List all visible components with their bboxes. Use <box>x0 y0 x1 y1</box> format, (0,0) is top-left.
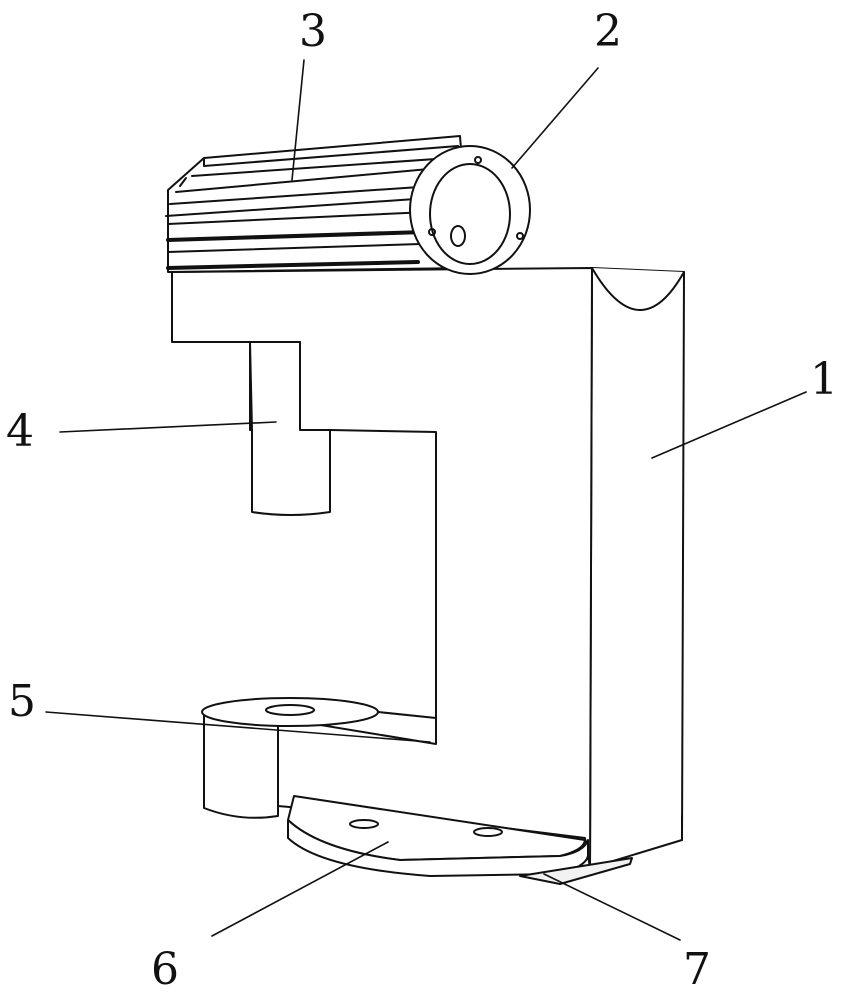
callout-1: 1 <box>810 354 838 405</box>
callout-3: 3 <box>299 6 327 57</box>
ram-neck <box>249 341 331 516</box>
callout-6: 6 <box>151 944 179 995</box>
leader-lines <box>45 59 807 941</box>
leader-line-6 <box>211 841 389 937</box>
frame-side-face <box>589 267 685 869</box>
motor-fin-8 <box>166 230 426 242</box>
motor-fin-3 <box>179 177 187 187</box>
motor-fin-4 <box>175 167 441 193</box>
motor-fin-2 <box>191 157 451 177</box>
flange-bolt-right <box>516 232 524 240</box>
frame-top-saddle <box>591 267 685 311</box>
leader-line-4 <box>59 421 277 433</box>
motor-fin-9 <box>167 243 421 253</box>
motor-fin-6 <box>165 197 431 217</box>
foot-plate-shape <box>519 857 633 885</box>
flange-bore <box>450 225 466 247</box>
leader-line-3 <box>291 59 305 181</box>
flange-inner <box>429 163 511 265</box>
leader-line-1 <box>651 391 807 459</box>
base-front <box>287 819 589 877</box>
press-ram <box>249 341 331 516</box>
callout-5: 5 <box>8 676 36 727</box>
callout-2: 2 <box>594 6 622 57</box>
base-hole-right <box>473 827 503 837</box>
flange-bolt-top <box>474 156 482 164</box>
foot-plate <box>519 857 633 885</box>
motor-fin-5 <box>169 185 435 205</box>
die-hole <box>265 704 315 716</box>
lower-die-seat <box>201 697 437 819</box>
motor-fin-10 <box>166 260 420 270</box>
base-hole-left <box>349 819 379 829</box>
flange-bolt-left <box>428 228 436 236</box>
callout-7: 7 <box>683 944 711 995</box>
base-plate <box>287 795 589 877</box>
motor-fin-7 <box>167 211 429 225</box>
finned-motor <box>165 135 471 273</box>
motor-end-flange <box>409 145 531 275</box>
die-cylinder <box>203 711 279 819</box>
callout-4: 4 <box>6 406 34 457</box>
die-connector <box>377 711 437 719</box>
frame-body <box>171 267 685 869</box>
leader-line-7 <box>543 873 681 941</box>
leader-line-5 <box>45 711 431 743</box>
die-top <box>201 697 379 727</box>
leader-line-2 <box>511 67 599 169</box>
motor-fin-1 <box>203 145 459 167</box>
ram-shoulder <box>249 341 253 431</box>
flange-outer <box>409 145 531 275</box>
